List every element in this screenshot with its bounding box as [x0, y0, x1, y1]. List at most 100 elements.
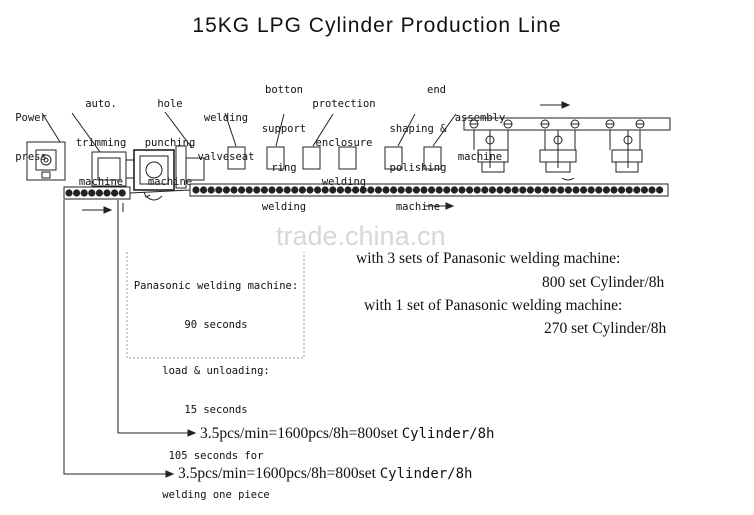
rate-line-2: 3.5pcs/min=1600pcs/8h=800set Cylinder/8h	[178, 465, 472, 483]
leader-line	[312, 113, 334, 147]
conveyor-roller	[504, 186, 512, 194]
conveyor-roller	[200, 186, 208, 194]
conveyor-roller	[618, 186, 626, 194]
conveyor-roller	[230, 186, 238, 194]
note-box	[126, 252, 305, 359]
conveyor-roller	[344, 186, 352, 194]
rate-unit: Cylinder/8h	[379, 466, 473, 482]
conveyor-roller	[473, 186, 481, 194]
conveyor-roller	[496, 186, 504, 194]
arrow-head	[187, 429, 197, 437]
conveyor-roller	[572, 186, 580, 194]
conveyor-roller	[321, 186, 329, 194]
conveyor-roller	[65, 189, 73, 197]
label-end-shaping: end shaping & polishing machine	[380, 58, 456, 227]
label-line: welding	[261, 201, 307, 213]
welding-valveseat-station	[227, 146, 246, 170]
conveyor-roller	[526, 186, 535, 194]
conveyor-roller	[367, 186, 375, 194]
conveyor-roller	[549, 186, 557, 194]
conveyor-roller	[283, 186, 291, 194]
rotation-arrow	[145, 195, 163, 201]
conveyor-roller	[656, 186, 664, 194]
label-line: machine	[395, 201, 441, 213]
label-line: press	[15, 151, 47, 163]
conveyor-roller	[103, 189, 111, 197]
conveyor-roller	[481, 186, 489, 194]
label-line: machine	[78, 176, 124, 188]
leader-line	[164, 111, 193, 149]
rate-value: 3.5pcs/min=1600pcs/8h=800set	[178, 465, 380, 482]
conveyor-roller	[640, 186, 649, 194]
conveyor-roller	[253, 186, 261, 194]
leader-line	[41, 112, 61, 143]
leader-line	[275, 113, 285, 147]
conveyor-roller	[207, 186, 215, 194]
conveyor-roller	[260, 186, 268, 194]
conveyor-roller	[73, 189, 81, 197]
leader-line	[397, 113, 416, 147]
arrow-head	[445, 202, 455, 210]
conveyor-roller	[458, 186, 466, 194]
rail-markers	[469, 119, 645, 145]
conveyor-roller	[587, 186, 595, 194]
label-line: welding	[203, 112, 249, 124]
capacity-one-set-value: 270 set Cylinder/8h	[544, 320, 667, 337]
conveyor-roller	[291, 186, 299, 194]
capacity-three-sets-value: 800 set Cylinder/8h	[542, 274, 665, 291]
conveyor-roller	[534, 186, 542, 194]
conveyor-roller	[80, 189, 88, 197]
layout-drawing	[26, 101, 671, 478]
hole-punching-machine	[133, 149, 175, 191]
conveyor-roller	[443, 186, 451, 194]
label-line: Power	[15, 112, 47, 124]
conveyor-roller	[488, 186, 496, 194]
conveyor-roller	[466, 186, 474, 194]
leader-line	[71, 112, 101, 153]
label-line: welding	[321, 176, 367, 188]
conveyor-roller	[111, 189, 119, 197]
leader-line	[432, 113, 457, 147]
conveyor-roller	[95, 189, 103, 197]
conveyor-roller	[435, 186, 443, 194]
assembly-cell-3	[611, 149, 643, 163]
label-line: polishing	[389, 162, 447, 174]
conveyor-roller	[580, 186, 588, 194]
power-press-machine	[26, 141, 66, 181]
conveyor-roller	[336, 186, 344, 194]
label-line: valveseat	[197, 151, 255, 163]
conveyor-roller	[314, 186, 322, 194]
rate-leader-1	[117, 200, 188, 434]
conveyor-roller	[412, 186, 420, 194]
label-line: trimming	[75, 137, 127, 149]
conveyor-roller	[390, 186, 398, 194]
conveyor-roller	[245, 186, 253, 194]
assembly-station	[423, 146, 442, 170]
label-power-press: Power press	[8, 86, 54, 177]
conveyor-roller	[276, 186, 284, 194]
rate-value: 3.5pcs/min=1600pcs/8h=800set	[200, 425, 402, 442]
conveyor-roller	[450, 186, 458, 194]
auto-trimming-machine	[91, 151, 127, 187]
capacity-one-set: with 1 set of Panasonic welding machine:	[364, 297, 623, 314]
conveyor-roller	[602, 186, 611, 194]
conveyor-roller	[511, 186, 519, 194]
rate-leader-2	[63, 200, 166, 475]
note-line: 105 seconds for	[168, 450, 264, 462]
rate-unit: Cylinder/8h	[401, 426, 495, 442]
conveyor-roller	[352, 186, 360, 194]
conveyor-roller	[238, 186, 246, 194]
conveyor-roller	[625, 186, 633, 194]
conveyor-roller	[222, 186, 230, 194]
label-line: auto.	[85, 98, 117, 110]
label-line: machine	[457, 151, 503, 163]
arrow-head	[561, 101, 571, 109]
page-title: 15KG LPG Cylinder Production Line	[192, 14, 562, 37]
conveyor-rollers	[65, 186, 664, 197]
rotation-arrow	[561, 177, 575, 181]
conveyor-roller	[397, 186, 405, 194]
assembly-cell-1	[477, 149, 509, 163]
conveyor-roller	[374, 186, 382, 194]
conveyor-roller	[359, 186, 367, 194]
conveyor-roller	[118, 189, 126, 197]
